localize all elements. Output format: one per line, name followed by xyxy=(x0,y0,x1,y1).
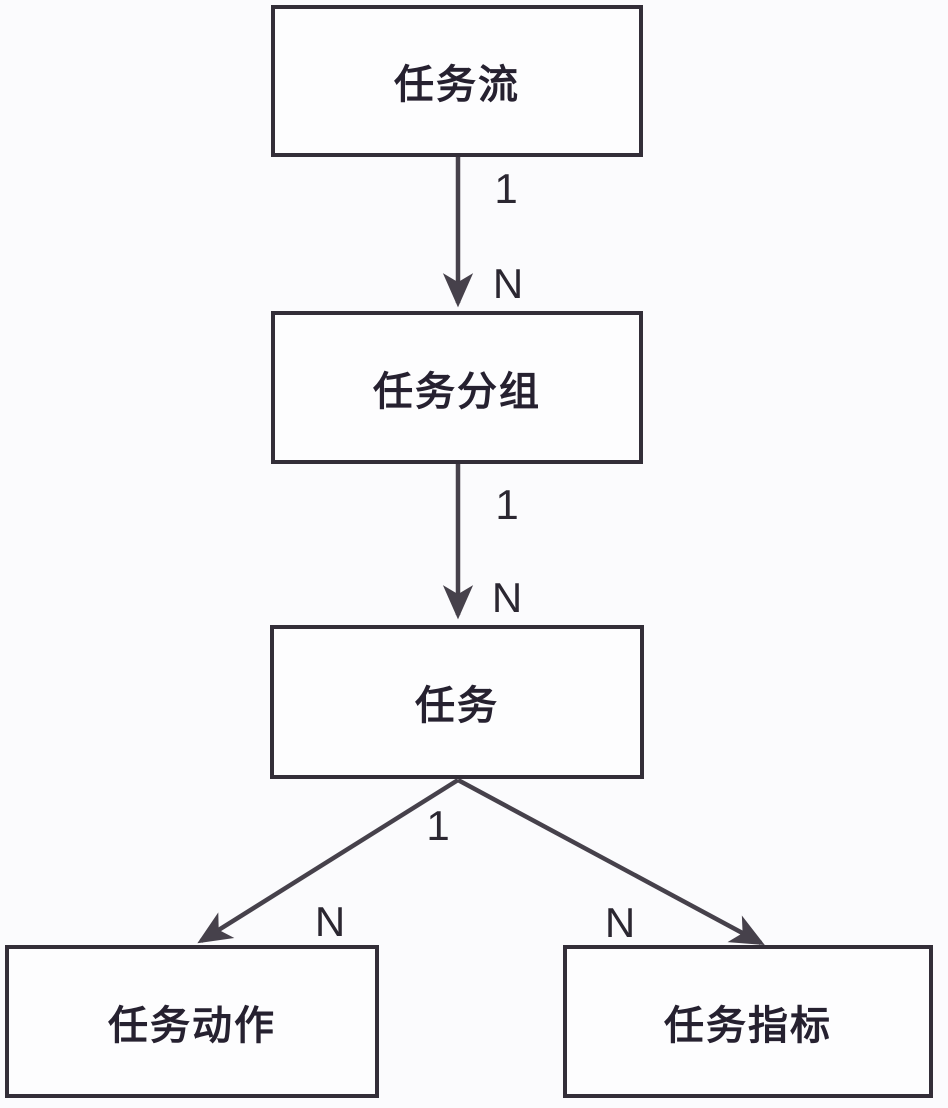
edge-task-to-action xyxy=(197,778,460,944)
cardinality-group-to-task-target: N xyxy=(491,574,523,621)
node-task-metric: 任务指标 xyxy=(563,945,933,1098)
node-task-metric-label: 任务指标 xyxy=(664,1003,832,1048)
cardinality-flow-to-group-target: N xyxy=(492,260,524,307)
node-task-group: 任务分组 xyxy=(271,311,643,464)
cardinality-task-to-metric-target: N xyxy=(604,899,636,946)
cardinality-flow-to-group-source: 1 xyxy=(494,165,518,212)
cardinality-group-to-task-source: 1 xyxy=(495,481,519,528)
edge-task-to-metric xyxy=(456,778,765,946)
node-task: 任务 xyxy=(270,625,644,779)
node-task-label: 任务 xyxy=(415,684,499,728)
node-task-flow-label: 任务流 xyxy=(394,63,520,107)
node-task-action-label: 任务动作 xyxy=(108,1003,276,1048)
node-task-action: 任务动作 xyxy=(5,945,379,1098)
node-task-flow: 任务流 xyxy=(271,5,643,157)
cardinality-task-branch-source: 1 xyxy=(426,802,450,849)
cardinality-task-to-action-target: N xyxy=(314,898,346,945)
node-task-group-label: 任务分组 xyxy=(373,369,541,414)
